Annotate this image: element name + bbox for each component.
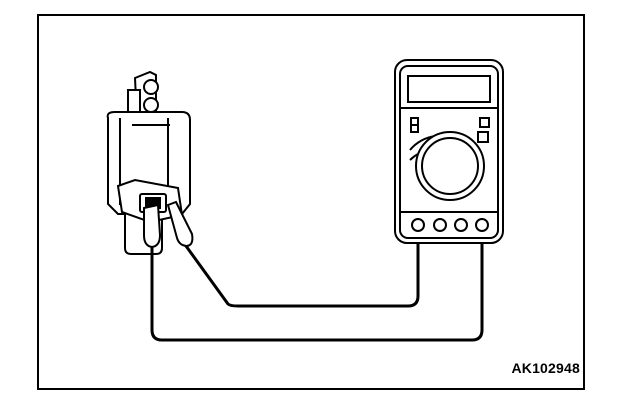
meter-display	[407, 75, 491, 103]
digital-multimeter	[394, 59, 504, 244]
probe-left	[143, 203, 162, 249]
valve-port-lower	[143, 97, 159, 113]
jack-v-ohm	[475, 218, 489, 232]
lead-left	[150, 228, 484, 342]
test-leads	[150, 228, 484, 342]
probe-right	[166, 200, 194, 248]
figure-frame	[37, 14, 585, 390]
valve-port-upper	[143, 79, 159, 95]
jack-com	[411, 218, 425, 232]
range-switch-right-bottom	[477, 131, 489, 143]
jack-2	[433, 218, 447, 232]
solenoid-valve-component	[106, 70, 191, 255]
range-switch-right-top	[479, 117, 490, 128]
test-probes	[143, 200, 194, 249]
figure-id-label: AK102948	[511, 360, 580, 376]
jack-3	[454, 218, 468, 232]
lead-right	[184, 228, 420, 308]
